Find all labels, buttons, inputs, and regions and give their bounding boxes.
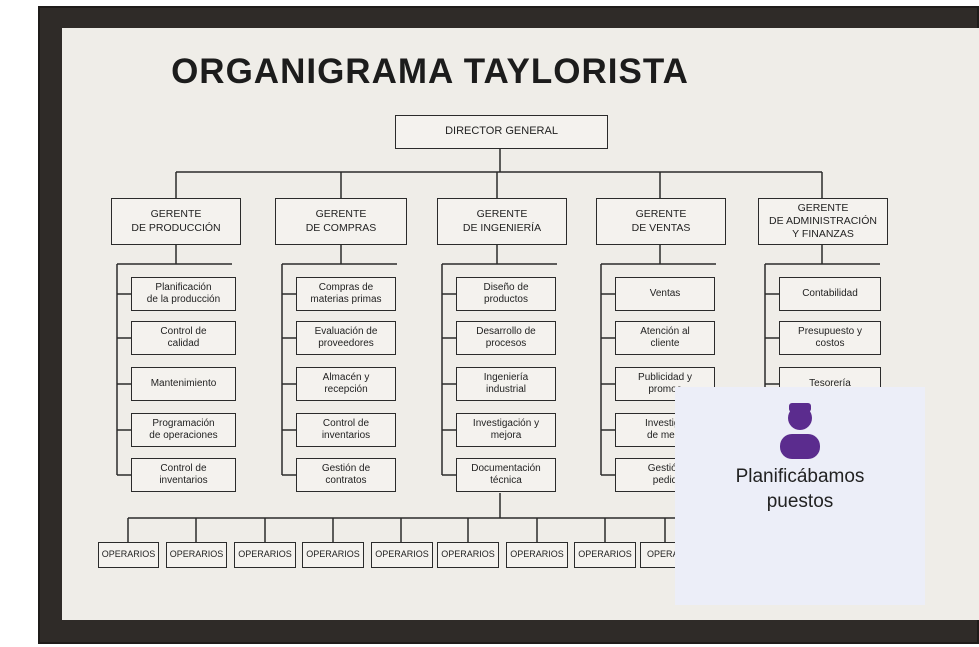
compras-item: Compras de materias primas [296, 277, 396, 311]
ventas-item: Ventas [615, 277, 715, 311]
production-item: Control de inventarios [131, 458, 236, 492]
compras-item: Evaluación de proveedores [296, 321, 396, 355]
operators-box: OPERARIOS [98, 542, 159, 568]
ventas-item: Atención al cliente [615, 321, 715, 355]
ingenieria-item: Desarrollo de procesos [456, 321, 556, 355]
ingenieria-item: Documentación técnica [456, 458, 556, 492]
operators-box: OPERARIOS [302, 542, 364, 568]
production-item: Control de calidad [131, 321, 236, 355]
production-item: Programación de operaciones [131, 413, 236, 447]
manager-ventas: GERENTE DE VENTAS [596, 198, 726, 245]
person-icon [780, 403, 820, 459]
compras-item: Gestión de contratos [296, 458, 396, 492]
operators-box: OPERARIOS [506, 542, 568, 568]
ingenieria-item: Investigación y mejora [456, 413, 556, 447]
operators-box: OPERARIOS [166, 542, 227, 568]
compras-item: Control de inventarios [296, 413, 396, 447]
caption-text: Planificábamos puestos [735, 466, 865, 512]
ventas-item: Publicidad y promoc [615, 367, 715, 401]
manager-production: GERENTE DE PRODUCCIÓN [111, 198, 241, 245]
manager-compras: GERENTE DE COMPRAS [275, 198, 407, 245]
manager-ingenieria: GERENTE DE INGENIERÍA [437, 198, 567, 245]
operators-box: OPERARIOS [574, 542, 636, 568]
manager-administracion: GERENTE DE ADMINISTRACIÓN Y FINANZAS [758, 198, 888, 245]
admin-item: Presupuesto y costos [779, 321, 881, 355]
compras-item: Almacén y recepción [296, 367, 396, 401]
production-item: Planificación de la producción [131, 277, 236, 311]
operators-box: OPERARIOS [437, 542, 499, 568]
production-item: Mantenimiento [131, 367, 236, 401]
operators-box: OPERARIOS [371, 542, 433, 568]
ingenieria-item: Ingeniería industrial [456, 367, 556, 401]
caption-card: Planificábamos puestos [675, 387, 925, 605]
director-box: DIRECTOR GENERAL [395, 115, 608, 149]
chart-title: ORGANIGRAMA TAYLORISTA [171, 52, 689, 91]
operators-box: OPERARIOS [234, 542, 296, 568]
ingenieria-item: Diseño de productos [456, 277, 556, 311]
admin-item: Contabilidad [779, 277, 881, 311]
